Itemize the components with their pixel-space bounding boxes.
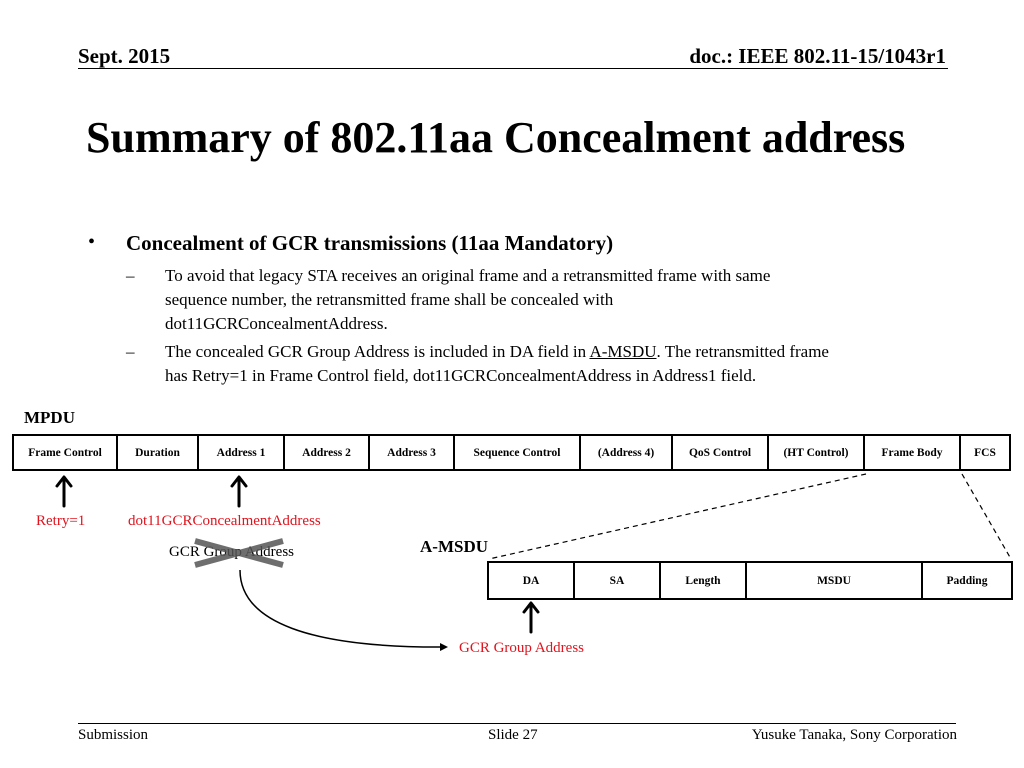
amsdu-field-da: DA	[487, 561, 575, 600]
curved-arrow-icon	[239, 569, 448, 652]
mpdu-field-ht-control: (HT Control)	[767, 434, 865, 471]
mpdu-label: MPDU	[24, 408, 75, 427]
sub-bullet-2-line: The concealed GCR Group Address is inclu…	[165, 340, 965, 364]
mpdu-field-fcs: FCS	[959, 434, 1011, 471]
expansion-line-right	[961, 473, 1012, 560]
mpdu-field-address3: Address 3	[368, 434, 455, 471]
amsdu-field-sa: SA	[573, 561, 661, 600]
bullet-marker: •	[88, 231, 96, 253]
sub-bullet-2: The concealed GCR Group Address is inclu…	[165, 340, 965, 388]
bullet-heading: Concealment of GCR transmissions (11aa M…	[126, 231, 614, 255]
sub-bullet-1-line: To avoid that legacy STA receives an ori…	[165, 266, 771, 285]
gcr-target-annotation: GCR Group Address	[459, 640, 585, 656]
mpdu-field-address1: Address 1	[197, 434, 285, 471]
slide-number: Slide 27	[488, 727, 538, 743]
amsdu-label: A-MSDU	[420, 537, 488, 556]
footer-author: Yusuke Tanaka, Sony Corporation	[751, 727, 957, 743]
concealment-annotation: dot11GCRConcealmentAddress	[128, 513, 321, 529]
mpdu-fields: Frame Control Duration Address 1 Address…	[12, 434, 1011, 471]
amsdu-fields: DA SA Length MSDU Padding	[487, 561, 1013, 600]
sub-bullet-2-post: . The retransmitted frame	[656, 342, 829, 361]
address1-up-arrow-icon	[230, 475, 248, 508]
retry-annotation: Retry=1	[36, 513, 86, 529]
sub-bullet-1-line: sequence number, the retransmitted frame…	[165, 290, 614, 309]
amsdu-link[interactable]: A-MSDU	[589, 342, 657, 361]
sub-bullet-1-line: dot11GCRConcealmentAddress.	[165, 314, 388, 333]
expansion-line-left	[488, 473, 867, 560]
sub-bullet-2-line: has Retry=1 in Frame Control field, dot1…	[165, 366, 757, 385]
footer-rule	[78, 723, 956, 724]
mpdu-field-address2: Address 2	[283, 434, 370, 471]
mpdu-field-qos-control: QoS Control	[671, 434, 769, 471]
header-doc-id: doc.: IEEE 802.11-15/1043r1	[689, 44, 946, 68]
sub-bullet-marker: –	[126, 266, 135, 285]
amsdu-field-length: Length	[659, 561, 747, 600]
amsdu-field-msdu: MSDU	[745, 561, 923, 600]
sub-bullet-2-pre: The concealed GCR Group Address is inclu…	[165, 342, 590, 361]
footer-left: Submission	[78, 727, 149, 743]
sub-bullet-1: To avoid that legacy STA receives an ori…	[165, 264, 965, 336]
header-date: Sept. 2015	[78, 44, 171, 68]
sub-bullet-marker: –	[126, 342, 135, 361]
strike-cross-icon	[194, 538, 284, 568]
slide-title: Summary of 802.11aa Concealment address	[86, 113, 906, 162]
da-up-arrow-icon	[522, 601, 540, 634]
mpdu-field-duration: Duration	[116, 434, 199, 471]
retry-up-arrow-icon	[55, 475, 73, 508]
mpdu-field-address4: (Address 4)	[579, 434, 673, 471]
header-rule	[78, 68, 948, 69]
amsdu-field-padding: Padding	[921, 561, 1013, 600]
